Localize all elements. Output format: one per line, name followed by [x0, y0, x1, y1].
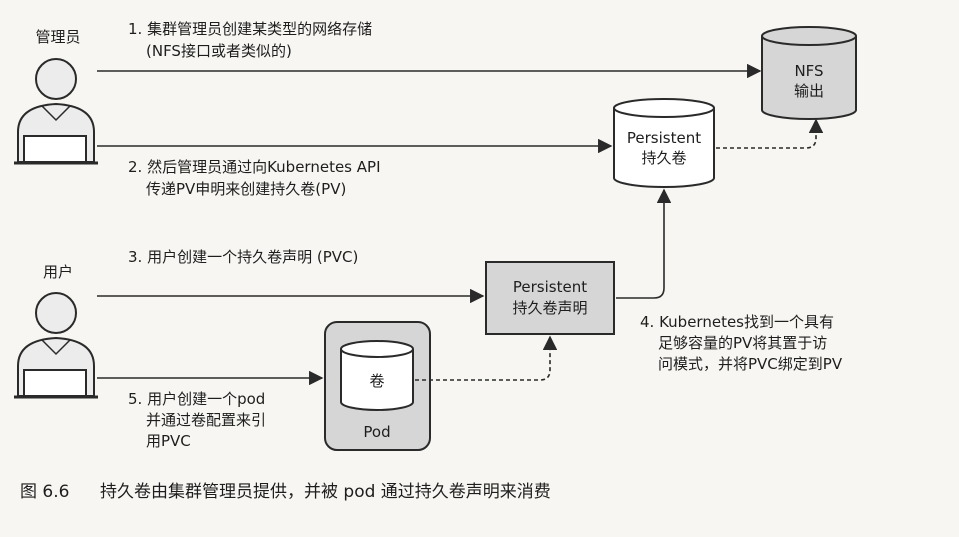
arrow-pvc-to-pv	[616, 188, 672, 299]
figure-caption: 图 6.6 持久卷由集群管理员提供，并被 pod 通过持久卷声明来消费	[20, 482, 551, 502]
step-4-line2: 足够容量的PV将其置于访	[658, 334, 827, 352]
admin-actor: 管理员	[14, 28, 98, 165]
pod-volume-label: 卷	[369, 372, 384, 390]
step-2-line2: 传递PV申明来创建持久卷(PV)	[146, 180, 346, 198]
admin-label: 管理员	[35, 28, 80, 46]
step-3-line1: 3. 用户创建一个持久卷声明 (PVC)	[128, 248, 358, 266]
caption-text: 持久卷由集群管理员提供，并被 pod 通过持久卷声明来消费	[100, 482, 551, 502]
user-person-icon	[14, 292, 98, 399]
step-4-line3: 问模式，并将PVC绑定到PV	[658, 355, 843, 373]
step-5-line2: 并通过卷配置来引	[146, 411, 266, 429]
step-5-line3: 用PVC	[146, 432, 191, 450]
step-3-text: 3. 用户创建一个持久卷声明 (PVC)	[128, 248, 358, 266]
arrow-pv-to-nfs-dashed	[716, 118, 824, 149]
step-5-text: 5. 用户创建一个pod 并通过卷配置来引 用PVC	[128, 390, 266, 450]
step-2-text: 2. 然后管理员通过向Kubernetes API 传递PV申明来创建持久卷(P…	[128, 158, 381, 198]
nfs-label-line1: NFS	[794, 62, 823, 80]
caption-figure-number: 图 6.6	[20, 482, 69, 502]
step-1-line2: (NFS接口或者类似的)	[146, 42, 292, 60]
step-4-line1: 4. Kubernetes找到一个具有	[640, 313, 834, 331]
pv-label-line1: Persistent	[627, 129, 701, 147]
admin-person-icon	[14, 58, 98, 165]
persistent-volume-claim-node: Persistent 持久卷声明	[485, 261, 615, 335]
step-1-line1: 1. 集群管理员创建某类型的网络存储	[128, 20, 372, 38]
pod-node: 卷 Pod	[324, 321, 431, 451]
persistent-volume-node: Persistent 持久卷	[613, 98, 715, 188]
pv-label-line2: 持久卷	[641, 149, 686, 167]
pvc-label-line2: 持久卷声明	[512, 299, 587, 317]
pod-volume-cylinder: 卷	[340, 340, 414, 411]
step-4-text: 4. Kubernetes找到一个具有 足够容量的PV将其置于访 问模式，并将P…	[640, 313, 843, 373]
step-5-line1: 5. 用户创建一个pod	[128, 390, 265, 408]
user-actor: 用户	[14, 263, 98, 399]
arrow-volume-to-pvc-dashed	[415, 335, 558, 381]
user-label: 用户	[43, 263, 73, 281]
pod-label: Pod	[363, 423, 390, 441]
pvc-label-line1: Persistent	[513, 278, 587, 296]
step-2-line1: 2. 然后管理员通过向Kubernetes API	[128, 158, 381, 176]
nfs-label-line2: 输出	[794, 82, 824, 100]
nfs-storage-node: NFS 输出	[761, 26, 857, 120]
step-1-text: 1. 集群管理员创建某类型的网络存储 (NFS接口或者类似的)	[128, 20, 372, 60]
